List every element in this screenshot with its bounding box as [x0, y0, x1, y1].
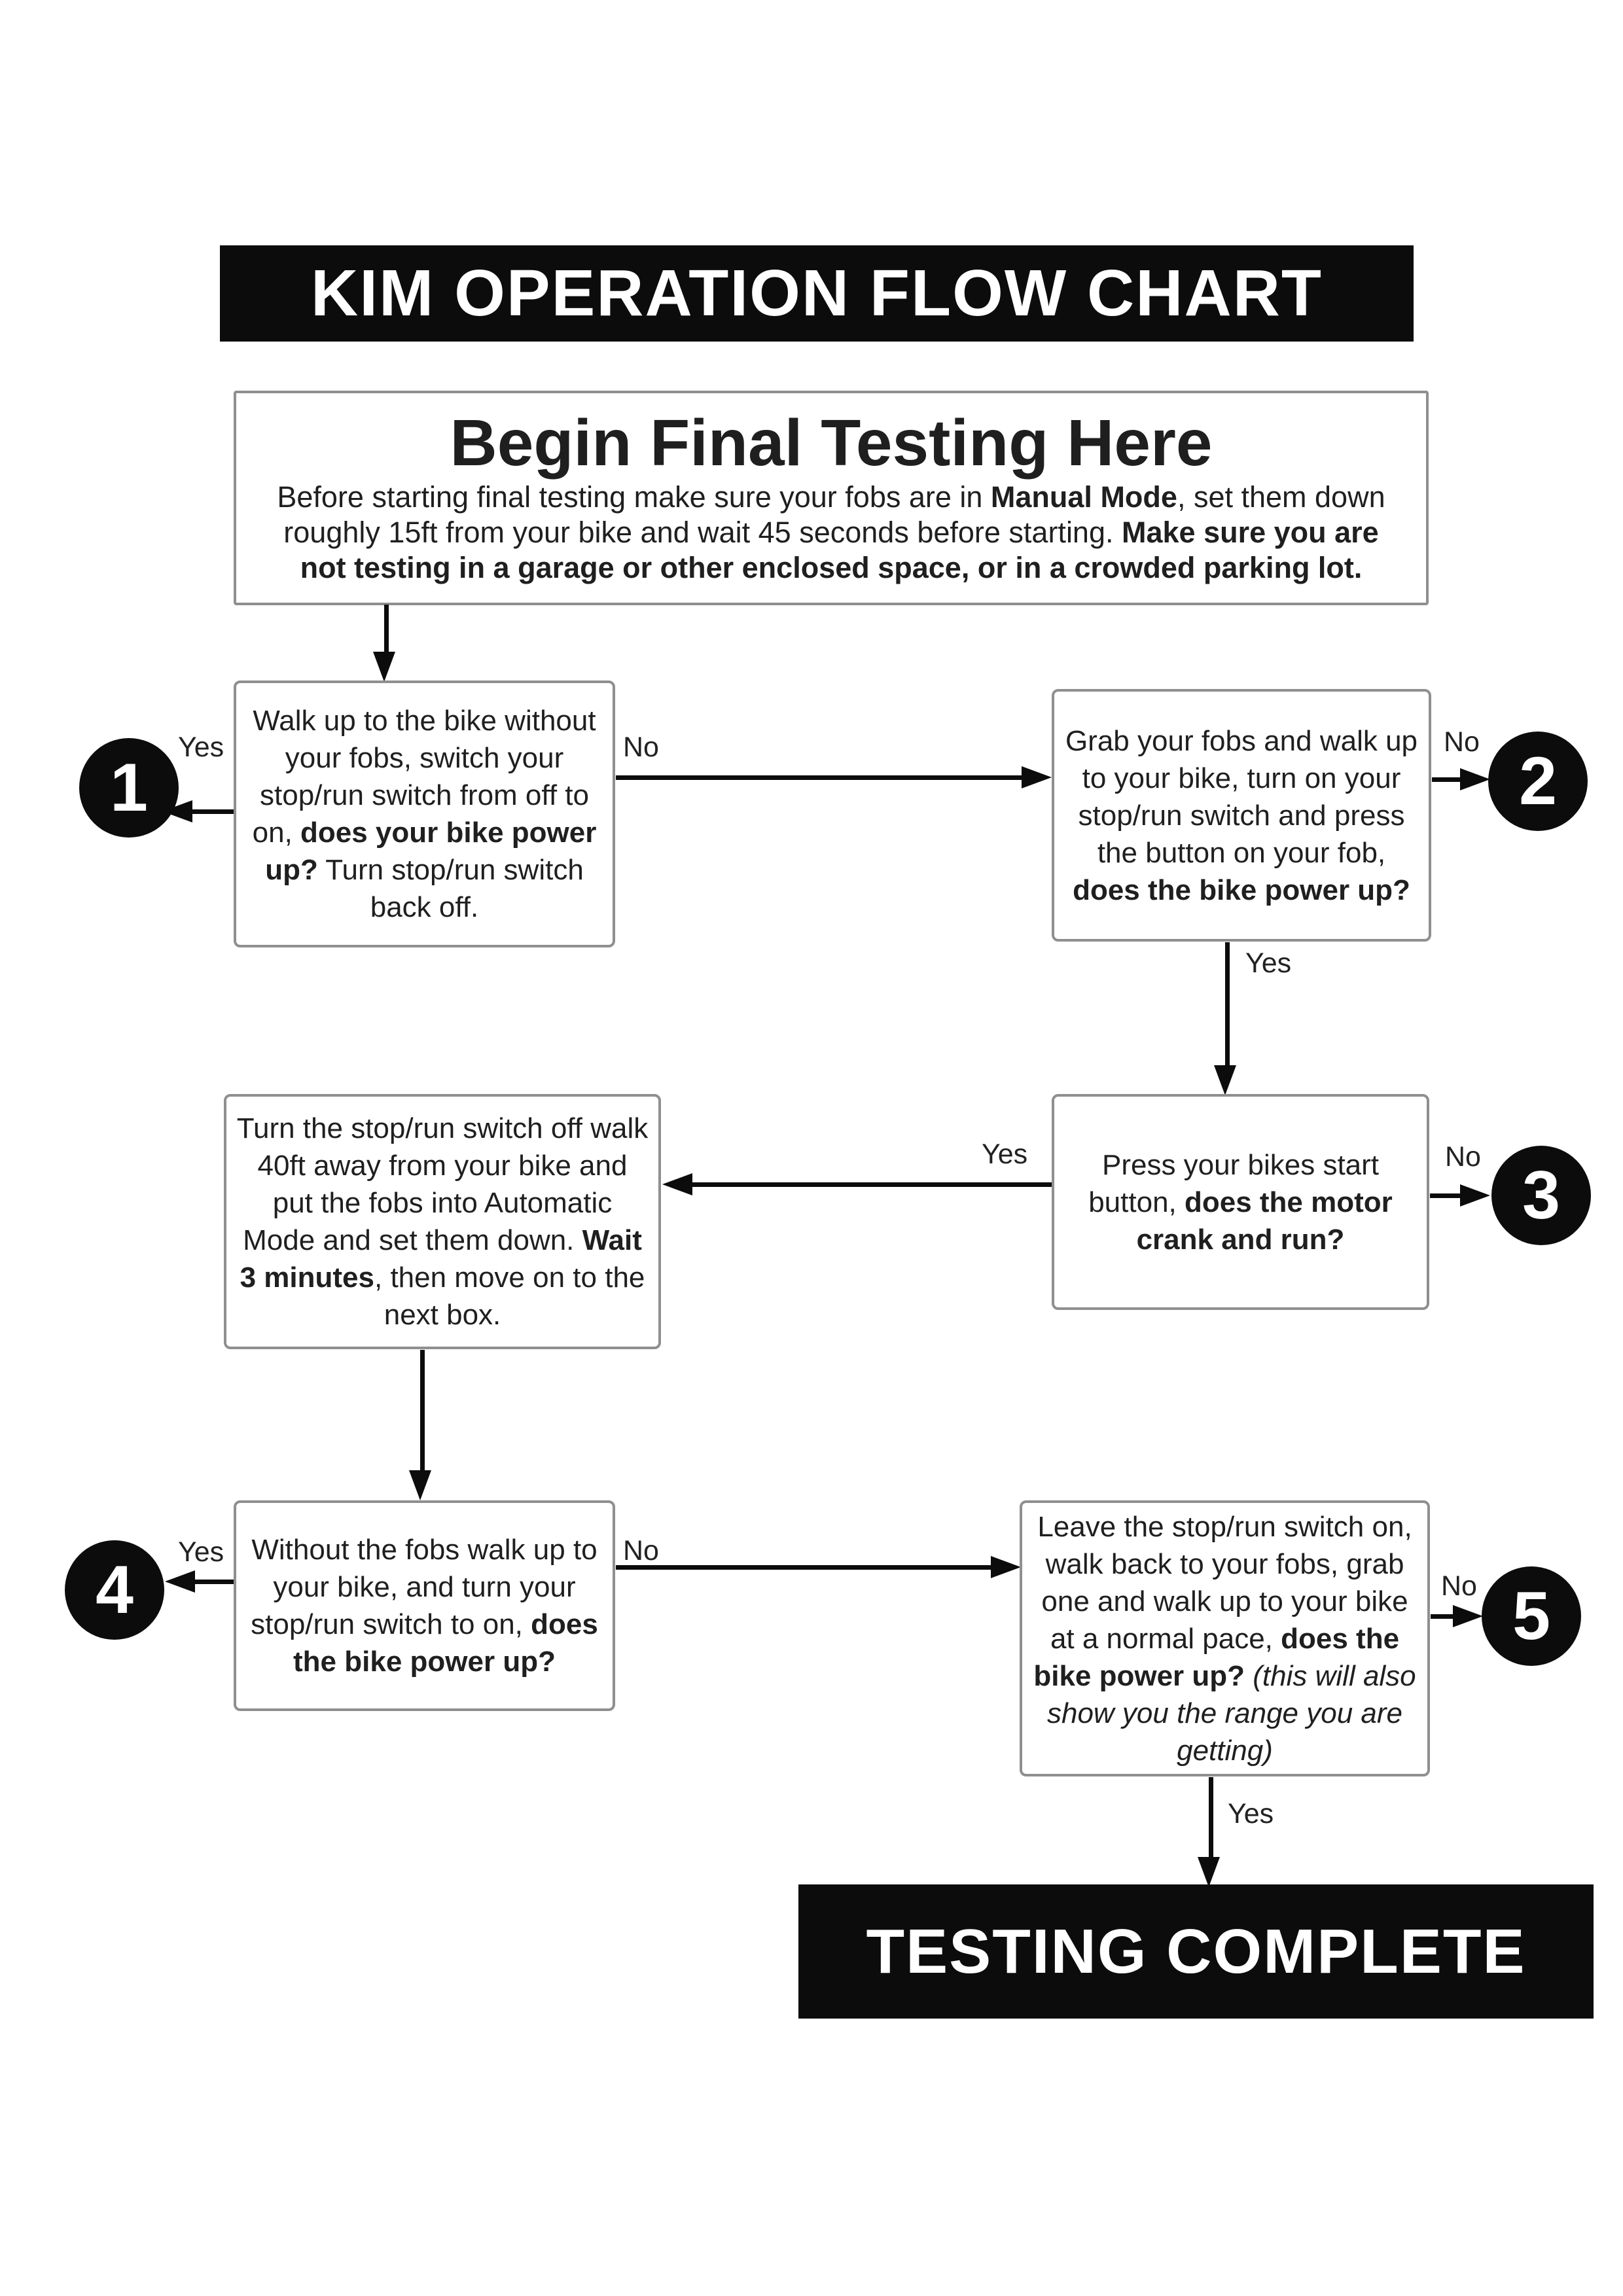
- arrow-step6-to-complete-head: [1198, 1857, 1220, 1887]
- step6-text-1: Leave the stop/run switch on, walk back …: [1037, 1510, 1412, 1655]
- arrow-step5-to-step6-head: [991, 1556, 1021, 1578]
- edge-label-yes-5: Yes: [1228, 1798, 1274, 1829]
- arrow-step5-to-circle4-head: [165, 1570, 195, 1593]
- start-text-2: , set them down roughly 15ft from your b…: [283, 480, 1385, 549]
- edge-label-yes-3: Yes: [982, 1139, 1028, 1170]
- testing-complete-label: TESTING COMPLETE: [866, 1916, 1526, 1987]
- arrow-step5-to-circle4-line: [194, 1580, 234, 1584]
- circle5-number: 5: [1512, 1578, 1550, 1654]
- arrow-step6-to-circle5-head: [1453, 1605, 1483, 1627]
- start-box: Begin Final Testing Here Before starting…: [234, 391, 1429, 605]
- start-text-manual-mode: Manual Mode: [990, 480, 1177, 514]
- arrow-step1-to-step2-head: [1022, 766, 1052, 788]
- edge-label-yes-4: Yes: [178, 1536, 224, 1568]
- step1-text-1: Walk up to the bike without your fobs, s…: [252, 705, 596, 849]
- step-box-5: Without the fobs walk up to your bike, a…: [234, 1500, 615, 1711]
- arrow-step1-to-step2-line: [616, 775, 1023, 780]
- arrow-step4-to-step3-line: [691, 1182, 1052, 1187]
- start-box-body: Before starting final testing make sure …: [236, 476, 1426, 587]
- step3-wait: Wait 3 minutes: [240, 1224, 642, 1294]
- start-text-warning: Make sure you are not testing in a garag…: [300, 516, 1379, 584]
- step-box-6: Leave the stop/run switch on, walk back …: [1020, 1500, 1430, 1776]
- endpoint-circle-3: 3: [1491, 1146, 1591, 1245]
- arrow-step1-to-circle1-line: [191, 809, 234, 814]
- step4-text-1: Press your bikes start button,: [1088, 1148, 1380, 1218]
- endpoint-circle-2: 2: [1488, 732, 1588, 831]
- endpoint-circle-4: 4: [65, 1540, 164, 1640]
- step5-text: Without the fobs walk up to your bike, a…: [236, 1527, 613, 1684]
- edge-label-yes-1: Yes: [178, 732, 224, 763]
- step2-text: Grab your fobs and walk up to your bike,…: [1054, 718, 1429, 913]
- arrow-step5-to-step6-line: [616, 1565, 992, 1570]
- endpoint-circle-5: 5: [1482, 1566, 1581, 1666]
- arrow-step2-to-step4-head: [1214, 1065, 1236, 1095]
- arrow-start-to-step1-head: [373, 652, 395, 682]
- endpoint-circle-1: 1: [79, 738, 179, 838]
- edge-label-no-1: No: [623, 732, 659, 763]
- circle1-number: 1: [110, 749, 148, 826]
- step2-question: does the bike power up?: [1073, 874, 1410, 906]
- step6-note: (this will also show you the range you a…: [1046, 1659, 1416, 1767]
- step5-text-1: Without the fobs walk up to your bike, a…: [251, 1534, 597, 1640]
- arrow-step6-to-complete-line: [1209, 1777, 1213, 1858]
- circle3-number: 3: [1522, 1157, 1560, 1233]
- step6-question: does the bike power up?: [1033, 1622, 1400, 1692]
- step3-text-1: Turn the stop/run switch off walk 40ft a…: [236, 1112, 649, 1256]
- arrow-step4-to-circle3-line: [1430, 1193, 1461, 1198]
- edge-label-no-2: No: [1444, 726, 1480, 758]
- arrow-step3-to-step5-head: [409, 1470, 431, 1500]
- arrow-step2-to-circle2-line: [1432, 777, 1461, 782]
- step-box-2: Grab your fobs and walk up to your bike,…: [1052, 689, 1431, 942]
- step1-text: Walk up to the bike without your fobs, s…: [236, 698, 613, 930]
- circle4-number: 4: [96, 1551, 134, 1628]
- arrow-start-to-step1-line: [384, 605, 389, 653]
- step3-text: Turn the stop/run switch off walk 40ft a…: [226, 1106, 658, 1337]
- step-box-4: Press your bikes start button, does the …: [1052, 1094, 1429, 1310]
- step1-question: does your bike power up?: [265, 817, 597, 886]
- step4-text: Press your bikes start button, does the …: [1054, 1142, 1427, 1262]
- step1-text-2: Turn stop/run switch back off.: [317, 854, 584, 923]
- start-text-1: Before starting final testing make sure …: [277, 480, 991, 514]
- edge-label-no-4: No: [623, 1535, 659, 1566]
- step2-text-1: Grab your fobs and walk up to your bike,…: [1065, 724, 1418, 869]
- edge-label-no-5: No: [1441, 1570, 1477, 1602]
- step6-text: Leave the stop/run switch on, walk back …: [1022, 1504, 1427, 1773]
- circle2-number: 2: [1519, 743, 1557, 819]
- arrow-step4-to-circle3-head: [1460, 1184, 1490, 1207]
- chart-title-bar: KIM OPERATION FLOW CHART: [220, 245, 1414, 342]
- arrow-step6-to-circle5-line: [1431, 1614, 1454, 1619]
- start-box-heading: Begin Final Testing Here: [450, 406, 1213, 480]
- arrow-step2-to-circle2-head: [1460, 768, 1490, 790]
- testing-complete-bar: TESTING COMPLETE: [798, 1884, 1594, 2019]
- arrow-step4-to-step3-head: [662, 1173, 692, 1195]
- arrow-step3-to-step5-line: [420, 1350, 425, 1472]
- step3-text-2: , then move on to the next box.: [374, 1262, 645, 1331]
- step-box-3: Turn the stop/run switch off walk 40ft a…: [224, 1094, 661, 1349]
- arrow-step2-to-step4-line: [1225, 942, 1230, 1067]
- edge-label-no-3: No: [1445, 1141, 1481, 1173]
- step5-question: does the bike power up?: [293, 1608, 598, 1678]
- chart-title: KIM OPERATION FLOW CHART: [311, 256, 1323, 330]
- edge-label-yes-2: Yes: [1245, 947, 1292, 979]
- step-box-1: Walk up to the bike without your fobs, s…: [234, 680, 615, 947]
- step4-question: does the motor crank and run?: [1136, 1186, 1393, 1256]
